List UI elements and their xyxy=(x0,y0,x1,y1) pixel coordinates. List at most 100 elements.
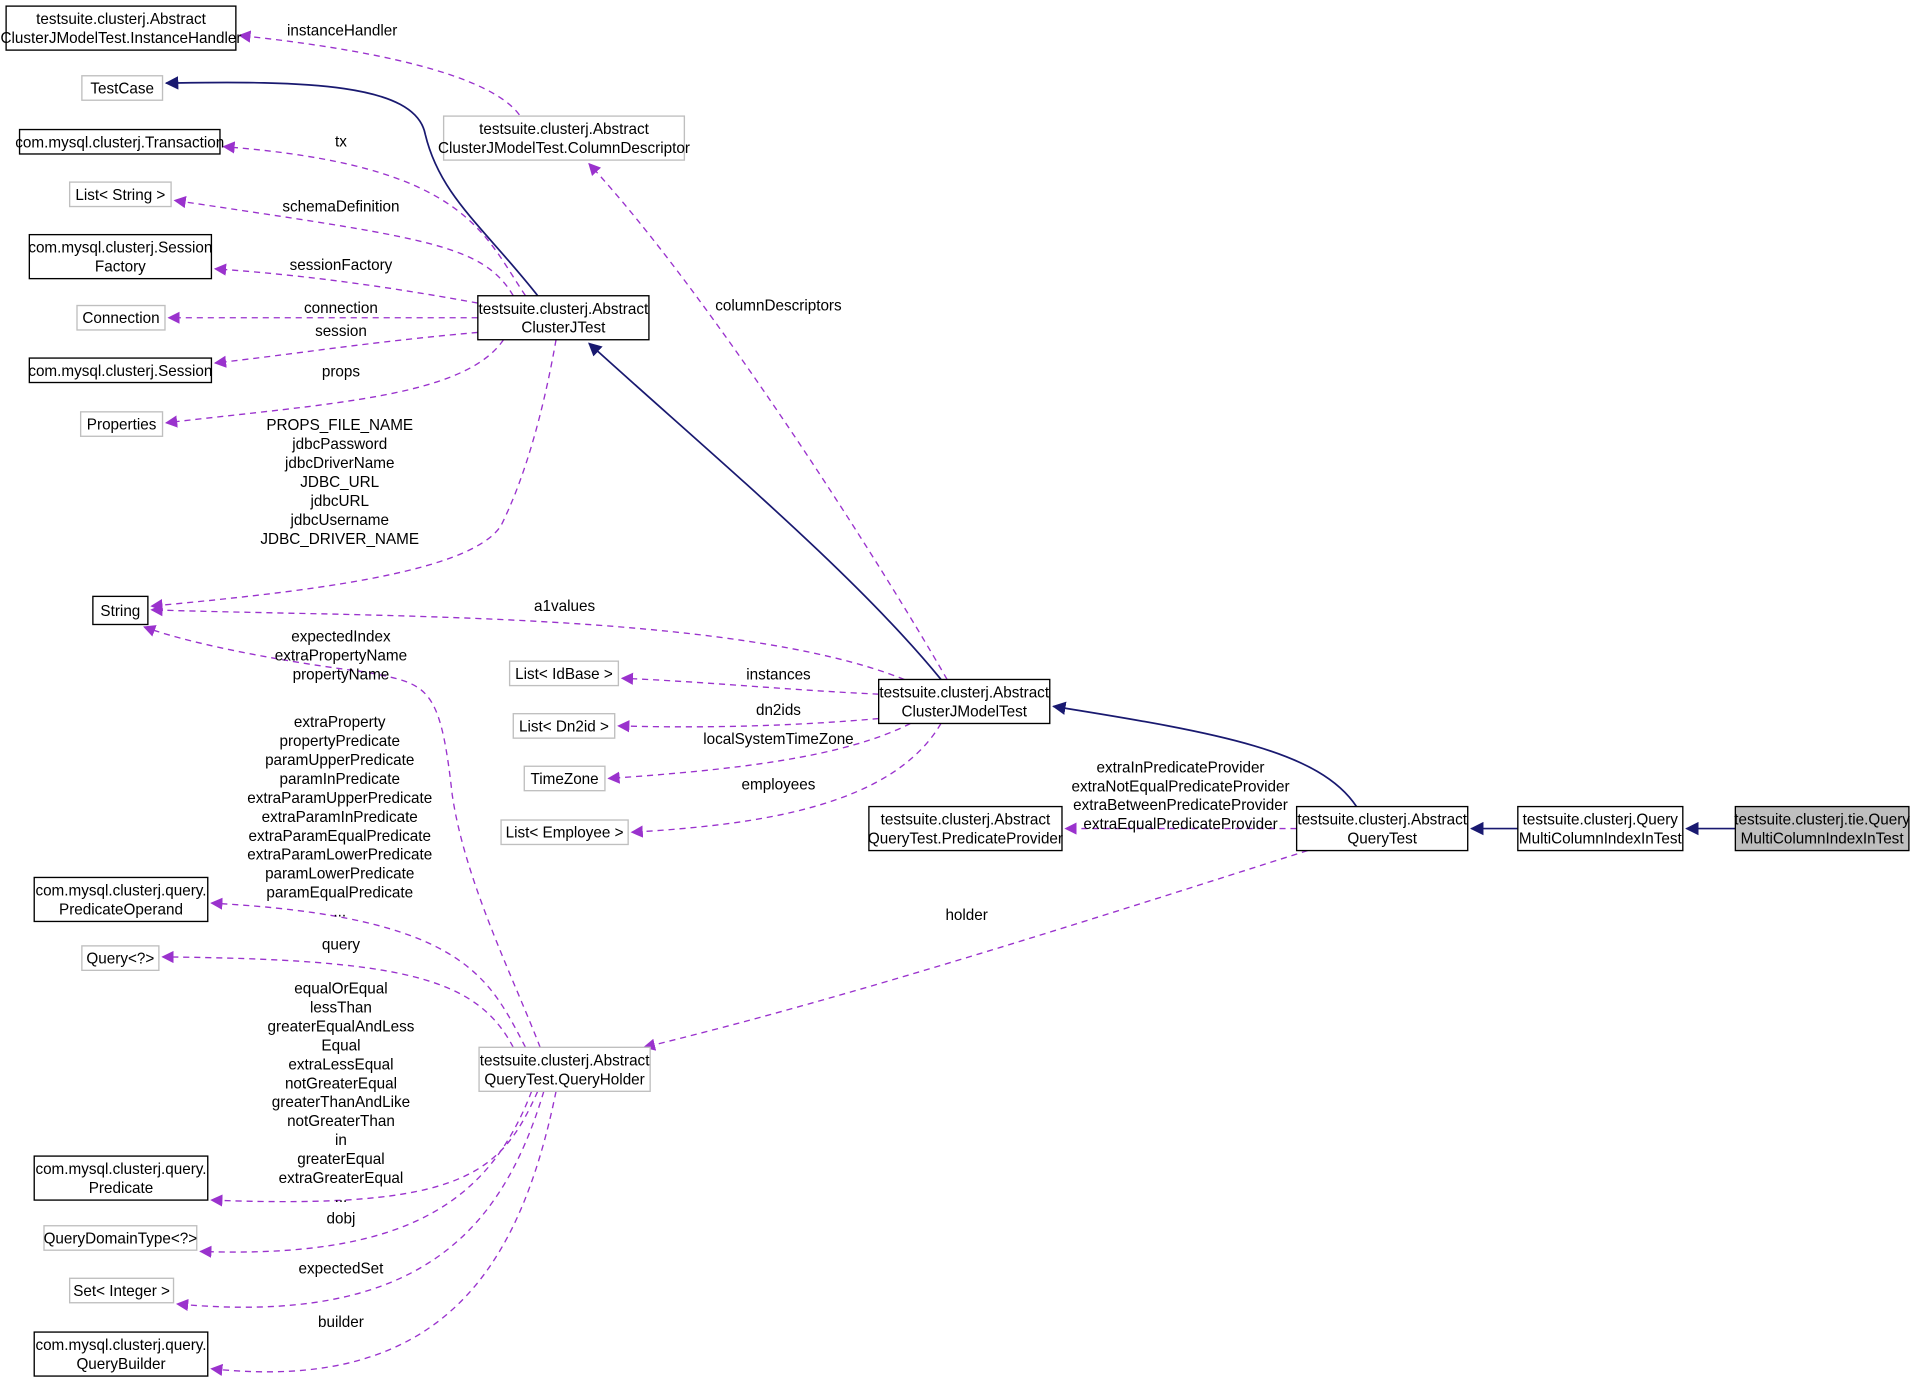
edge-label-line: sessionFactory xyxy=(290,257,393,274)
usage-edge-e-dobj xyxy=(199,1091,533,1258)
class-node-label-line: Properties xyxy=(87,417,157,434)
usage-edge-e-session xyxy=(213,331,478,368)
class-node-label: Properties xyxy=(87,417,157,434)
edge-label-line: equalOrEqual xyxy=(294,981,387,998)
edge-label-line: lessThan xyxy=(310,999,372,1016)
class-node-session[interactable]: com.mysql.clusterj.Session xyxy=(28,357,212,384)
class-node-label: Query<?> xyxy=(86,951,154,968)
edge-label-line: instances xyxy=(746,666,811,683)
class-node-predicate-operand[interactable]: com.mysql.clusterj.query.PredicateOperan… xyxy=(33,876,209,923)
class-node-label: TimeZone xyxy=(531,771,599,788)
class-node-label-line: testsuite.clusterj.Abstract xyxy=(479,301,649,318)
edge-label-line: extraParamLowerPredicate xyxy=(247,847,432,864)
class-node-properties[interactable]: Properties xyxy=(79,411,164,437)
class-node-box xyxy=(76,304,166,331)
class-node-query-domain-type[interactable]: QueryDomainType<?> xyxy=(43,1225,198,1251)
usage-edge-e-timezone xyxy=(607,722,911,784)
usage-edge-e-query xyxy=(161,950,514,1048)
class-node-list-string[interactable]: List< String > xyxy=(68,181,172,208)
usage-edge-e-props xyxy=(164,339,505,428)
class-node-list-dn2id[interactable]: List< Dn2id > xyxy=(512,713,616,739)
edge-label-line: extraProperty xyxy=(294,714,386,731)
class-node-label-line: String xyxy=(100,603,140,620)
class-node-label-line: List< IdBase > xyxy=(515,666,613,683)
class-node-list-idbase[interactable]: List< IdBase > xyxy=(508,660,620,687)
class-node-query-generic[interactable]: Query<?> xyxy=(81,945,160,972)
class-node-label: List< Employee > xyxy=(506,825,624,842)
edge-label-e-props: props xyxy=(322,363,361,380)
class-node-transaction[interactable]: com.mysql.clusterj.Transaction xyxy=(15,128,224,155)
edge-label-line: extraBetweenPredicateProvider xyxy=(1073,797,1288,814)
edge-label-line: expectedSet xyxy=(299,1260,385,1277)
edge-label-e-timezone: localSystemTimeZone xyxy=(703,731,853,748)
inheritance-edge-e-query-to-model xyxy=(1052,701,1358,808)
class-node-predicate[interactable]: com.mysql.clusterj.query.Predicate xyxy=(33,1155,209,1201)
edge-label-line: dobj xyxy=(327,1210,356,1227)
class-node-string[interactable]: String xyxy=(92,595,149,626)
edge-label-e-session-factory: sessionFactory xyxy=(290,257,393,274)
class-node-label-line: testsuite.clusterj.Query xyxy=(1523,812,1679,829)
edge-label-line: a1values xyxy=(534,598,595,615)
usage-edge-e-holder xyxy=(642,849,1308,1051)
class-node-label-line: com.mysql.clusterj.Session xyxy=(28,363,212,380)
edge-label-line: expectedIndex xyxy=(291,629,391,646)
class-node-label: TestCase xyxy=(90,80,154,97)
class-node-label: com.mysql.clusterj.Transaction xyxy=(15,134,224,151)
edge-label-line: extraGreaterEqual xyxy=(279,1170,404,1187)
usage-edge-e-schema xyxy=(173,196,514,297)
class-node-connection[interactable]: Connection xyxy=(76,304,166,331)
usage-edge-e-instance-handler xyxy=(238,30,520,116)
edge-label-line: ... xyxy=(333,904,346,921)
edge-label-line: columnDescriptors xyxy=(715,297,842,314)
class-node-box xyxy=(523,765,606,792)
class-node-label: List< IdBase > xyxy=(515,666,613,683)
edge-label-e-session: session xyxy=(315,323,367,340)
class-node-testcase[interactable]: TestCase xyxy=(81,75,164,101)
class-node-label-line: com.mysql.clusterj.Session xyxy=(28,240,212,257)
class-node-query-builder[interactable]: com.mysql.clusterj.query.QueryBuilder xyxy=(33,1331,209,1377)
class-node-timezone[interactable]: TimeZone xyxy=(523,765,606,792)
edge-label-line: builder xyxy=(318,1314,364,1331)
class-node-label-line: Factory xyxy=(95,259,146,276)
edge-label-e-schema: schemaDefinition xyxy=(282,198,399,215)
class-node-label-line: ClusterJModelTest.InstanceHandler xyxy=(0,30,241,47)
edge-label-line: session xyxy=(315,323,367,340)
class-node-set-integer[interactable]: Set< Integer > xyxy=(68,1277,175,1304)
edge-label-e-a1values: a1values xyxy=(534,598,595,615)
class-node-label-line: List< Employee > xyxy=(506,825,624,842)
edge-label-line: jdbcDriverName xyxy=(284,455,394,472)
class-node-box xyxy=(442,115,686,161)
class-node-box xyxy=(478,1046,651,1092)
edge-label-line: holder xyxy=(945,907,987,924)
edge-label-line: extraNotEqualPredicateProvider xyxy=(1071,778,1289,795)
class-node-box xyxy=(79,411,164,437)
edge-label-e-dobj: dobj xyxy=(327,1210,356,1227)
class-node-label-line: MultiColumnIndexInTest xyxy=(1519,831,1683,848)
class-node-label-line: testsuite.clusterj.Abstract xyxy=(881,812,1051,829)
class-node-label: List< Dn2id > xyxy=(519,718,609,735)
class-node-box xyxy=(1517,805,1684,852)
edge-label-line: extraParamUpperPredicate xyxy=(247,790,432,807)
edge-label-line: jdbcUsername xyxy=(290,512,389,529)
class-node-list-employee[interactable]: List< Employee > xyxy=(500,819,629,846)
class-node-box xyxy=(43,1225,198,1251)
class-node-box xyxy=(878,678,1051,725)
class-node-box xyxy=(68,181,172,208)
class-node-label-line: TestCase xyxy=(90,80,154,97)
usage-edge-e-instances xyxy=(620,672,879,695)
